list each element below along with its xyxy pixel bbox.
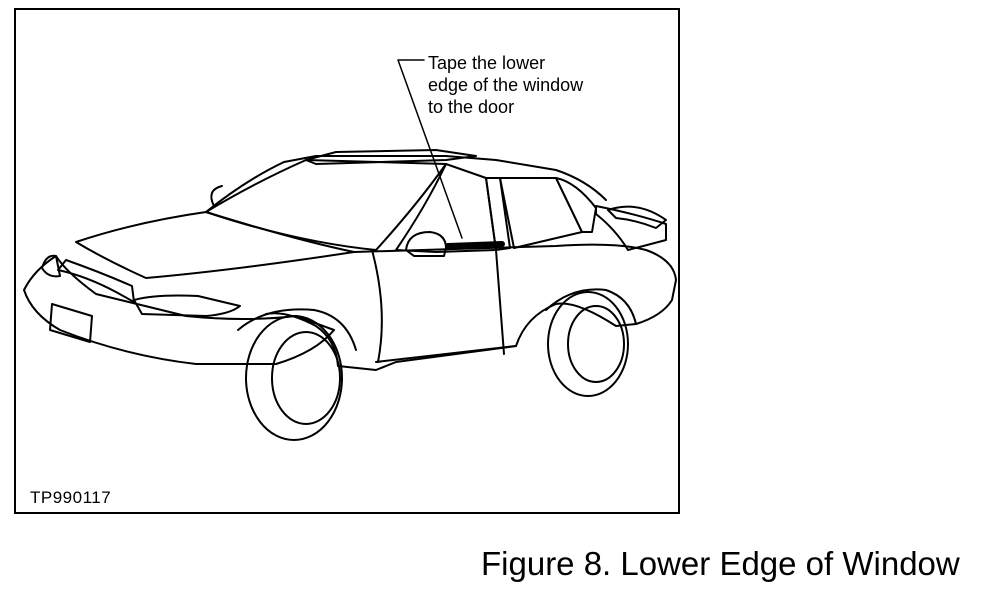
callout-leader bbox=[397, 59, 463, 239]
rear-tire bbox=[547, 291, 629, 397]
front-bumper bbox=[23, 255, 335, 365]
tape-strip bbox=[445, 241, 505, 249]
hood bbox=[75, 211, 355, 279]
trunk bbox=[595, 205, 667, 251]
door-seam-front bbox=[371, 249, 383, 363]
headlight-right bbox=[133, 294, 241, 317]
rocker-panel bbox=[375, 345, 517, 363]
callout-line-1: Tape the lower bbox=[428, 53, 546, 73]
rear-rim bbox=[567, 305, 625, 383]
side-mirror bbox=[405, 231, 447, 257]
front-rim bbox=[271, 331, 341, 425]
callout-line-3: to the door bbox=[428, 97, 515, 117]
front-door-window bbox=[395, 163, 497, 253]
quarter-window bbox=[555, 177, 597, 233]
figure-id: TP990117 bbox=[30, 488, 112, 507]
callout-text: Tape the lower edge of the window to the… bbox=[428, 52, 583, 118]
windshield bbox=[205, 159, 447, 251]
rear-spoiler bbox=[607, 205, 667, 229]
figure-caption: Figure 8. Lower Edge of Window bbox=[481, 545, 960, 582]
sunroof bbox=[305, 149, 477, 165]
left-wiper bbox=[210, 185, 223, 207]
grille bbox=[57, 259, 135, 303]
rear-door-window bbox=[499, 177, 583, 249]
license-plate bbox=[49, 303, 93, 343]
callout-line-2: edge of the window bbox=[428, 75, 584, 95]
rear-wheel-arch bbox=[545, 288, 637, 325]
body-side bbox=[265, 243, 677, 371]
car-roof bbox=[205, 155, 607, 213]
door-seam-rear bbox=[495, 249, 505, 355]
front-wheel-arch bbox=[237, 308, 357, 351]
car-illustration bbox=[23, 59, 677, 441]
illustration-frame: Tape the lower edge of the window to the… bbox=[14, 8, 680, 514]
front-tire bbox=[245, 315, 343, 441]
headlight-left bbox=[41, 254, 61, 278]
